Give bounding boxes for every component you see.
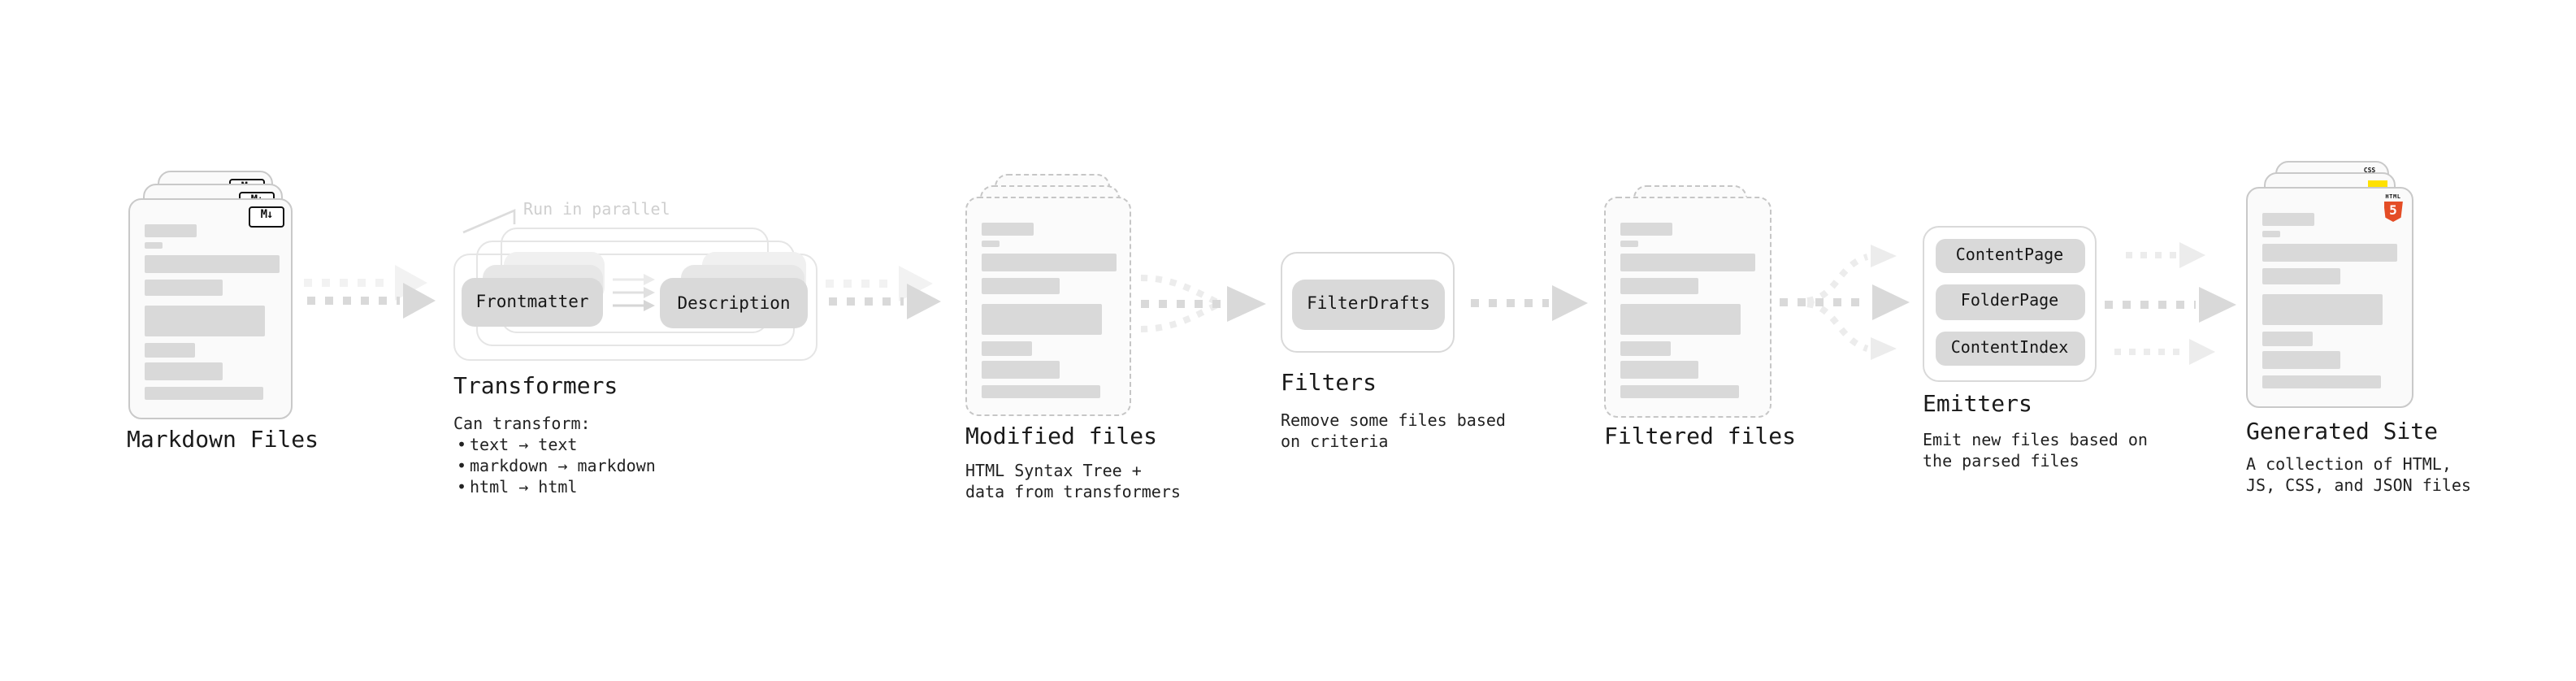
stage-label-emitters: Emitters xyxy=(1923,392,2032,418)
text-placeholder-bar xyxy=(1620,385,1739,398)
text-placeholder-bar xyxy=(2262,268,2340,284)
html5-icon-label: HTML xyxy=(2385,193,2401,200)
text-placeholder-bar xyxy=(145,343,195,358)
capability-text: markdown → markdown xyxy=(470,458,656,476)
text-placeholder-bar xyxy=(2262,351,2340,369)
bullet-marker: • xyxy=(456,479,467,497)
stage-label-transformers: Transformers xyxy=(453,374,618,400)
content-index-pill: ContentIndex xyxy=(1935,331,2084,366)
annotation-leader-line xyxy=(462,209,516,234)
filters-description: Remove some files based on criteria xyxy=(1281,413,1506,452)
placeholder-text-lines xyxy=(1606,198,1770,416)
html5-shield: 5 xyxy=(2383,201,2403,222)
text-placeholder-bar xyxy=(1620,254,1755,271)
text-placeholder-bar xyxy=(2262,231,2280,237)
bullet-marker: • xyxy=(456,437,467,455)
text-placeholder-bar xyxy=(982,278,1060,294)
filtered-file-card-front xyxy=(1604,197,1772,418)
text-placeholder-bar xyxy=(2262,332,2313,346)
text-placeholder-bar xyxy=(145,242,163,249)
description-pill: Description xyxy=(660,278,808,328)
markdown-icon: M↓ xyxy=(249,206,284,228)
arrow-filtered-to-emitters xyxy=(1780,245,1910,360)
text-placeholder-bar xyxy=(982,241,1000,247)
frontmatter-pill: Frontmatter xyxy=(462,278,603,327)
transformer-box-front xyxy=(453,254,817,361)
arrow-transformers-to-modified xyxy=(826,266,941,319)
placeholder-text-lines xyxy=(2248,189,2412,406)
text-placeholder-bar xyxy=(1620,304,1741,335)
arrow-markdown-to-transformers xyxy=(304,265,436,319)
modified-files-description: HTML Syntax Tree + data from transformer… xyxy=(965,463,1181,502)
stage-label-filtered-files: Filtered files xyxy=(1604,424,1797,450)
stage-label-modified-files: Modified files xyxy=(965,424,1158,450)
capability-text: html → html xyxy=(470,479,578,497)
emitters-description: Emit new files based on the parsed files xyxy=(1923,432,2148,471)
text-placeholder-bar xyxy=(1620,278,1698,294)
filter-drafts-pill: FilterDrafts xyxy=(1292,279,1445,329)
capability-item: • text → text xyxy=(453,436,656,457)
content-page-pill: ContentPage xyxy=(1935,238,2084,273)
text-placeholder-bar xyxy=(982,385,1100,398)
placeholder-text-lines xyxy=(130,200,291,418)
run-in-parallel-annotation: Run in parallel xyxy=(523,202,670,219)
text-placeholder-bar xyxy=(145,306,265,336)
capability-item: • html → html xyxy=(453,478,656,499)
text-placeholder-bar xyxy=(2262,213,2314,226)
arrow-emitters-to-generated xyxy=(2105,242,2236,365)
generated-file-card-front: HTML 5 xyxy=(2246,187,2413,408)
transformers-capabilities: Can transform: • text → text • markdown … xyxy=(453,414,656,499)
html5-icon: HTML 5 xyxy=(2383,193,2404,222)
stage-label-markdown-files: Markdown Files xyxy=(127,427,319,453)
text-placeholder-bar xyxy=(2262,375,2381,388)
text-placeholder-bar xyxy=(2262,294,2383,325)
text-placeholder-bar xyxy=(982,341,1032,356)
text-placeholder-bar xyxy=(1620,361,1698,379)
stage-label-filters: Filters xyxy=(1281,371,1377,397)
capability-text: text → text xyxy=(470,437,578,455)
markdown-file-card-front: M↓ xyxy=(128,198,293,419)
text-placeholder-bar xyxy=(1620,241,1638,247)
text-placeholder-bar xyxy=(982,304,1102,335)
text-placeholder-bar xyxy=(982,254,1117,271)
text-placeholder-bar xyxy=(145,224,197,237)
arrow-filters-to-filtered xyxy=(1471,285,1588,321)
generated-site-description: A collection of HTML, JS, CSS, and JSON … xyxy=(2246,457,2471,496)
text-placeholder-bar xyxy=(1620,223,1672,236)
capability-item: • markdown → markdown xyxy=(453,457,656,478)
arrow-modified-to-filters xyxy=(1140,275,1266,332)
text-placeholder-bar xyxy=(145,387,263,400)
text-placeholder-bar xyxy=(982,361,1060,379)
folder-page-pill: FolderPage xyxy=(1935,284,2084,319)
text-placeholder-bar xyxy=(145,280,223,296)
text-placeholder-bar xyxy=(145,255,280,273)
text-placeholder-bar xyxy=(145,362,223,380)
capabilities-title: Can transform: xyxy=(453,416,591,434)
bullet-marker: • xyxy=(456,458,467,476)
css-icon-label: CSS xyxy=(2363,166,2376,174)
text-placeholder-bar xyxy=(1620,341,1671,356)
placeholder-text-lines xyxy=(967,198,1130,414)
stage-label-generated-site: Generated Site xyxy=(2246,419,2439,445)
emitters-box: ContentPage FolderPage ContentIndex xyxy=(1923,226,2097,382)
text-placeholder-bar xyxy=(982,223,1034,236)
text-placeholder-bar xyxy=(2262,244,2397,262)
modified-file-card-front xyxy=(965,197,1131,416)
